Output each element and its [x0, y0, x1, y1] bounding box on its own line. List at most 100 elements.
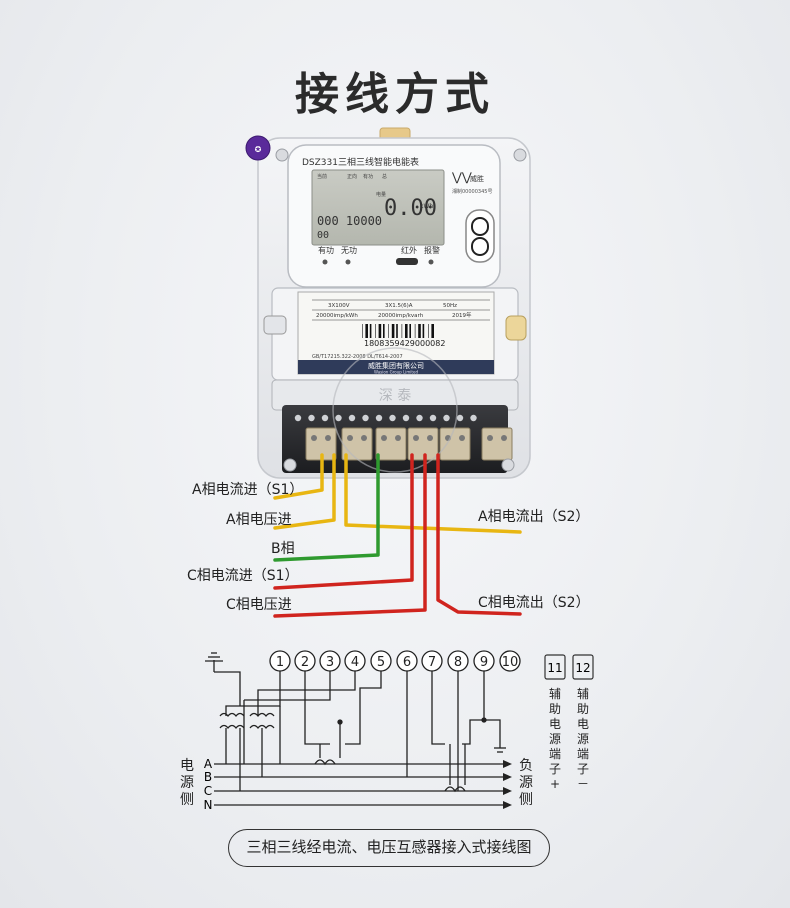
- wire-a-current-in: [273, 453, 324, 500]
- terminal-circle: [473, 650, 495, 672]
- nameplate-voltage: 3X100V: [328, 303, 350, 309]
- wires: [273, 453, 522, 618]
- lcd-unit: kWh: [420, 203, 433, 210]
- terminal-clamp: [481, 427, 513, 461]
- wire-c-voltage-in: [273, 453, 427, 618]
- arrow-icon: [503, 773, 512, 781]
- terminal-number: 4: [351, 655, 359, 670]
- schematic-wire: [314, 759, 336, 766]
- watermark-text: 深 泰: [379, 388, 411, 404]
- wire-label-b-phase: B相: [271, 541, 295, 557]
- page-up-button[interactable]: [471, 217, 489, 236]
- transformer-coil: [219, 712, 245, 718]
- terminal-screw-icon: [348, 414, 356, 422]
- schematic-wire: [444, 786, 466, 793]
- terminal-clamp: [375, 427, 407, 461]
- aux-label-char: 辅: [549, 687, 561, 701]
- nameplate-frequency: 50Hz: [443, 303, 457, 309]
- source-side-label: 源: [180, 775, 194, 791]
- terminal-circle: [421, 650, 443, 672]
- terminal-circle: [499, 650, 521, 672]
- company-name: 威胜集团有限公司: [368, 361, 424, 370]
- nameplate-standards: GB/T17215.322-2008 DL/T614-2007: [312, 354, 403, 360]
- arrow-icon: [503, 760, 512, 768]
- terminal-screw-icon: [456, 414, 464, 422]
- wire-c-current-out: [436, 453, 522, 616]
- terminal-screw-icon: [308, 414, 315, 422]
- phase-label-b: B: [204, 770, 212, 784]
- transformer-coil: [249, 724, 275, 730]
- aux-label-char: 源: [549, 732, 561, 746]
- phase-label-n: N: [204, 798, 213, 812]
- terminal-screw-icon: [321, 414, 329, 422]
- led-icon: [428, 259, 434, 265]
- terminal-screw-icon: [416, 414, 423, 422]
- diagram-caption: 三相三线经电流、电压互感器接入式接线图: [228, 829, 550, 867]
- led-icon: [322, 259, 328, 265]
- lcd-value: 0.00: [384, 196, 437, 221]
- lcd-label: 总: [382, 173, 387, 180]
- wire-label-a-current-out: A相电流出（S2）: [478, 509, 589, 525]
- transformer-coil: [249, 712, 275, 718]
- terminal-number: 2: [301, 655, 309, 670]
- load-side-label: 负: [519, 758, 533, 774]
- lcd-label: 有功: [363, 173, 373, 180]
- aux-terminal-11: 11: [547, 661, 562, 675]
- wire-a-voltage-in: [273, 453, 336, 530]
- wire-label-c-current-out: C相电流出（S2）: [478, 595, 590, 611]
- schematic-wire: [345, 671, 382, 745]
- nameplate-constant-reactive: 20000imp/kvarh: [378, 313, 424, 319]
- terminal-number: 9: [480, 655, 488, 670]
- load-side-label: 源: [519, 775, 533, 791]
- aux-label-char: －: [577, 777, 589, 791]
- terminal-screw-icon: [375, 414, 383, 422]
- schematic-wire: [484, 719, 501, 748]
- cert-number: 湘制00000345号: [452, 188, 492, 195]
- aux-label-char: 辅: [577, 687, 589, 701]
- aux-label-char: 电: [549, 717, 561, 731]
- terminal-circle: [294, 650, 316, 672]
- terminal-number: 5: [377, 655, 385, 670]
- terminal-circle: [344, 650, 366, 672]
- transformer-coil: [219, 724, 245, 730]
- lcd-label: 电量: [376, 191, 386, 198]
- wire-a-current-out: [344, 453, 522, 534]
- aux-label-char: 助: [549, 702, 561, 716]
- terminal-number: 1: [276, 655, 284, 670]
- indicator-label: 无功: [341, 245, 357, 255]
- page-down-button[interactable]: [471, 237, 489, 256]
- terminal-screw-icon: [389, 414, 396, 422]
- terminal-screw-icon: [470, 414, 477, 422]
- barcode: [362, 324, 434, 338]
- terminal-screw-icon: [443, 414, 450, 422]
- brand-logo-icon: ⋁⋁: [451, 170, 472, 184]
- aux-label-char: 子: [577, 762, 589, 776]
- terminal-circle: [447, 650, 469, 672]
- source-side-label: 电: [180, 758, 194, 774]
- schematic-wire: [257, 671, 356, 716]
- electricity-meter: ✪ DSZ331三相三线智能电能表 ⋁⋁ 威胜 湘制00000345号 当前 正…: [245, 127, 531, 479]
- terminal-number: 6: [403, 655, 411, 670]
- aux-label-char: +: [550, 777, 560, 791]
- schematic-wire: [462, 671, 485, 745]
- terminal-number: 3: [326, 655, 334, 670]
- terminal-number: 10: [502, 655, 519, 670]
- nameplate-current: 3X1.5(6)A: [385, 303, 413, 309]
- load-side-label: 侧: [519, 792, 533, 808]
- terminal-circle: [370, 650, 392, 672]
- terminal-circle: [269, 650, 291, 672]
- terminal-number: 7: [428, 655, 436, 670]
- wire-b-phase: [273, 453, 380, 562]
- terminal-number: 8: [454, 655, 462, 670]
- indicator-label: 有功: [318, 245, 334, 255]
- terminal-screw-icon: [335, 414, 342, 422]
- barcode-number: 1808359429000082: [364, 339, 445, 348]
- schematic-wire: [225, 671, 281, 716]
- seal-icon: ✪: [255, 145, 262, 154]
- aux-label-char: 端: [549, 747, 561, 761]
- lcd-label: 正向: [347, 173, 357, 180]
- schematic-wire: [431, 671, 445, 745]
- nameplate-constant-active: 20000imp/kWh: [316, 313, 358, 319]
